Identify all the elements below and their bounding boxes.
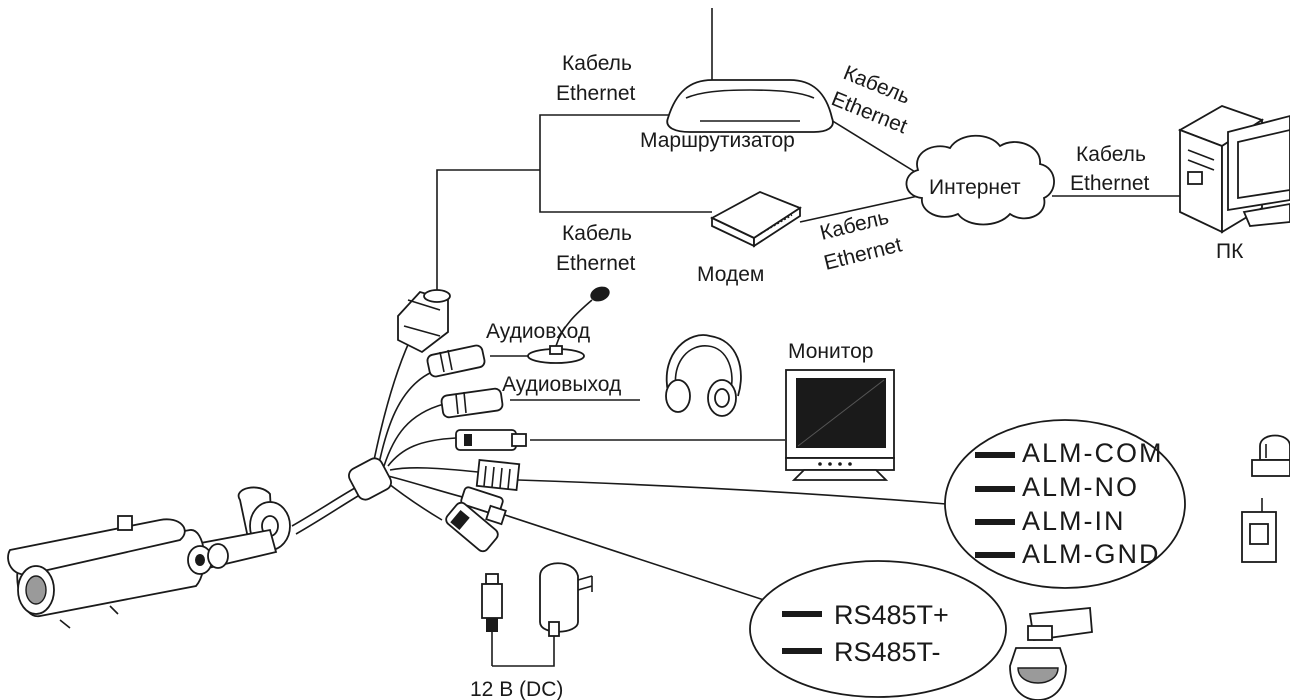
alarm-terminal-no: ALM-NO [1022,472,1139,502]
siren-icon [1251,434,1290,477]
power-label: 12 В (DC) [470,678,563,700]
power-adapter-icon [539,562,593,637]
power-connector-icon [445,501,499,553]
dc-plug-icon [481,573,503,632]
audio-out-connector-icon [440,387,504,419]
audio-in-label: Аудиовход [486,320,590,343]
ptz-camera-icon [1009,607,1093,700]
rs485-connector-icon [460,486,507,526]
alarm-terminal-in: ALM-IN [1022,506,1126,536]
camera-cables [291,339,947,601]
microphone-icon [527,286,610,364]
cable-router-left-label-2: Ethernet [556,82,636,105]
rs485-terminal-plus: RS485T+ [834,600,949,630]
alarm-connector-icon [475,458,521,492]
router-label: Маршрутизатор [640,129,795,152]
alarm-terminal-com: ALM-COM [1022,438,1164,468]
network-wiring [436,8,1185,292]
cable-modem-left-label-2: Ethernet [556,252,636,275]
cable-pc-label-1: Кабель [1076,143,1146,166]
monitor-icon [785,369,895,481]
router-icon [666,79,834,133]
rs485-terminal-panel [749,560,1007,698]
monitor-label: Монитор [788,340,873,363]
cable-router-left-label-1: Кабель [562,52,632,75]
alarm-terminal-gnd: ALM-GND [1022,539,1161,569]
cloud-icon [905,134,1055,226]
audio-in-connector-icon [426,344,486,378]
cable-modem-left-label-1: Кабель [562,222,632,245]
rs485-terminal-minus: RS485T- [834,637,941,667]
cable-pc-label-2: Ethernet [1070,172,1150,195]
bullet-camera-icon [7,486,291,629]
internet-label: Интернет [929,176,1021,199]
alarm-sensor-icon [1241,498,1277,563]
power-supply-wiring [491,632,555,667]
modem-icon [710,191,802,248]
alarm-terminal-panel [944,419,1186,589]
video-out-connector-icon [455,429,527,451]
pc-monitor-icon [1227,115,1290,227]
headphones-icon [665,334,742,417]
pc-label: ПК [1216,240,1244,263]
modem-label: Модем [697,263,764,286]
audio-out-label: Аудиовыход [502,373,621,396]
ethernet-connector-icon [397,289,451,354]
